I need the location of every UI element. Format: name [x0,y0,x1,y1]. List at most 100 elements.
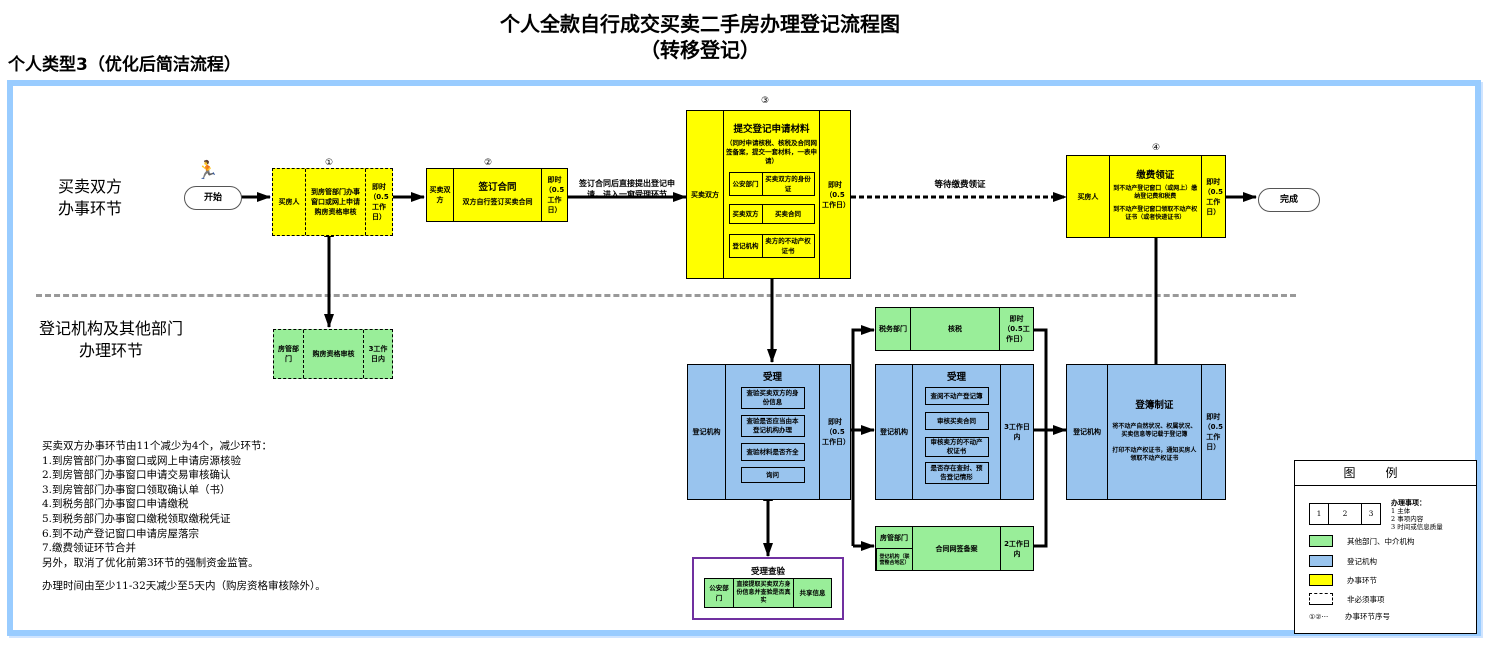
qualification-review-box[interactable]: 房管部门 购房资格审核 3工作日内 [273,329,393,379]
diagram-frame [7,80,1481,636]
box-subject: 登记机构（联营整合地区） [876,549,912,570]
arrow-accept-to-branches [851,325,875,551]
step-4-box[interactable]: 买房人 缴费领证 到不动产登记窗口（或网上）缴纳登记费和税费 到不动产登记窗口领… [1066,155,1226,238]
legend-swatch-blue [1309,555,1333,567]
check-item: 询问 [740,467,805,483]
box-time: 3工作日内 [1000,365,1033,499]
box-time: 即时（0.5工作日） [999,308,1033,350]
verify-cell: 直接提取买卖双方身份信息并查验是否真实 [733,579,793,607]
step-content: （同时申请核税、核税及合同网签备案，提交一套材料，一表申请） [726,139,817,165]
step-number: ② [483,158,493,168]
step-title: 提交登记申请材料 [733,124,810,135]
legend-label: 非必须事项 [1347,594,1385,604]
start-node[interactable]: 开始 [184,186,242,210]
legend-label: 办事环节序号 [1345,612,1390,621]
box-subject: 登记机构 [692,428,721,436]
note-line [42,570,326,579]
legend-row-yellow: 办事环节 [1309,574,1377,586]
diagram-title: 个人全款自行成交买卖二手房办理登记流程图 [500,12,900,36]
legend-label: 登记机构 [1347,556,1377,566]
check-item: 是否存在查封、预告登记情形 [924,462,989,484]
lane-label-line: 登记机构及其他部门 [38,319,183,338]
check-item: 查验材料是否齐全 [740,443,805,461]
legend-row-green: 其他部门、中介机构 [1309,535,1415,547]
review-box[interactable]: 登记机构 受理 查阅不动产登记簿 审核买卖合同 审核卖方的不动产权证书 是否存在… [875,364,1034,500]
step-2-box[interactable]: 买卖双方 签订合同 双方自行签订买卖合同 即时（0.5工作日） [426,168,568,222]
note-line: 4.到税务部门办事窗口申请缴税 [42,498,189,511]
legend: 图例 1 2 3 办理事项： 1 主体 2 事项内容 3 时间或信息质量 其他部… [1294,460,1477,634]
legend-swatch-dashed [1309,593,1333,605]
verify-row: 公安部门 直接提取买卖双方身份信息并查验是否真实 共享信息 [704,578,832,608]
box-content: 购房资格审核 [303,330,363,378]
material-party: 登记机构 [732,242,759,250]
check-item: 查阅不动产登记簿 [924,387,989,405]
step-subject: 买卖双方 [691,190,719,199]
box-subject: 税务部门 [879,325,907,333]
box-time: 即时（0.5工作日） [1200,365,1225,499]
step-subject: 买房人 [278,198,300,206]
step-body: 提交登记申请材料 （同时申请核税、核税及合同网签备案，提交一套材料，一表申请） … [723,111,819,278]
check-item: 审核卖方的不动产权证书 [924,437,989,457]
step-time: 即时（0.5工作日） [1200,156,1225,237]
legend-sample-line: 3 时间或信息质量 [1391,523,1443,531]
note-line: 5.到税务部门办事窗口缴税领取缴税凭证 [42,512,231,525]
box-subject-group: 房管部门 登记机构（联营整合地区） [876,527,912,570]
step-3-box[interactable]: 买卖双方 提交登记申请材料 （同时申请核税、核税及合同网签备案，提交一套材料，一… [686,110,851,279]
lane-label-line: 办事环节 [57,199,122,218]
diagram-title-sub: （转移登记） [640,38,760,62]
check-item: 审核买卖合同 [924,412,989,430]
material-item: 卖方的不动产权证书 [761,235,814,257]
note-line: 办理时间由至少11-32天减少至5天内（购房资格审核除外）。 [42,580,326,593]
step-time: 即时（0.5工作日） [365,169,392,235]
arrow-branches-to-register [1034,328,1067,548]
arrow-label-wait: 等待缴费领证 [934,180,986,190]
note-line: 7.缴费领证环节合并 [42,542,137,555]
finish-node[interactable]: 完成 [1258,188,1320,212]
box-title: 受理 [946,372,966,383]
legend-sample-cell: 3 [1368,509,1374,518]
accept-box[interactable]: 登记机构 受理 查验买卖双方的身份信息 查验是否应当由本登记机构办理 查验材料是… [687,364,851,500]
step-title: 签订合同 [478,182,517,193]
verify-box[interactable]: 受理查验 公安部门 直接提取买卖双方身份信息并查验是否真实 共享信息 [692,557,844,620]
tax-box[interactable]: 税务部门 核税 即时（0.5工作日） [875,307,1034,351]
box-subject: 房管部门 [278,345,299,363]
legend-row-blue: 登记机构 [1309,555,1377,567]
step-subject: 买房人 [1077,192,1099,201]
legend-row-dashed: 非必须事项 [1309,593,1385,605]
step-time: 即时（0.5工作日） [819,111,850,278]
material-row: 公安部门 买卖双方的身份证 [728,172,815,196]
legend-sample-cell: 2 [1329,504,1362,524]
material-row: 登记机构 卖方的不动产权证书 [728,234,815,258]
legend-sample-cell: 1 [1310,504,1329,524]
note-line: 1.到房管部门办事窗口或网上申请房源核验 [42,454,242,467]
legend-sample-line: 2 事项内容 [1391,515,1424,523]
filing-box[interactable]: 房管部门 登记机构（联营整合地区） 合同网签备案 2工作日内 [875,526,1034,571]
check-item: 查验买卖双方的身份信息 [740,387,805,409]
box-body: 受理 查阅不动产登记簿 审核买卖合同 审核卖方的不动产权证书 是否存在查封、预告… [912,365,1000,499]
box-time: 2工作日内 [1000,527,1033,570]
legend-label: 办事环节 [1347,575,1377,585]
material-row: 买卖双方 买卖合同 [728,204,815,224]
box-body: 受理 查验买卖双方的身份信息 查验是否应当由本登记机构办理 查验材料是否齐全 询… [725,365,819,499]
step-title: 缴费领证 [1136,170,1175,181]
arrow-label-submit: 签订合同后直接提出登记申请，进入一窗受理环节 [579,179,675,199]
legend-swatch-yellow [1309,574,1333,586]
note-line: 买卖双方办事环节由11个减少为4个，减少环节： [42,440,273,452]
step-1-box[interactable]: 买房人 到房管部门办事窗口或网上申请购房资格审核 即时（0.5工作日） [272,168,393,236]
verify-cell: 共享信息 [793,579,831,607]
box-content: 核税 [910,308,999,350]
legend-sequence-symbol: ①②··· [1309,612,1329,621]
legend-swatch-green [1309,535,1333,547]
legend-label: 其他部门、中介机构 [1347,536,1415,546]
step-content: 到不动产登记窗口领取不动产权证书（或者快递证书） [1113,206,1198,221]
register-box[interactable]: 登记机构 登簿制证 将不动产自然状况、权属状况、买卖信息等记载于登记簿 打印不动… [1066,364,1226,500]
box-title: 受理 [762,372,782,383]
box-title: 登簿制证 [1135,400,1174,411]
note-line: 3.到房管部门办事窗口领取确认单（书） [42,483,231,496]
material-party: 买卖双方 [732,210,759,218]
box-content: 打印不动产权证书，通知买房人领取不动产权证书 [1112,447,1197,462]
note-line: 6.到不动产登记窗口申请房屋落宗 [42,527,200,540]
box-subject: 房管部门 [876,527,912,549]
lane-label-parties: 买卖双方 办事环节 [40,176,140,220]
step-subject: 买卖双方 [429,186,451,204]
